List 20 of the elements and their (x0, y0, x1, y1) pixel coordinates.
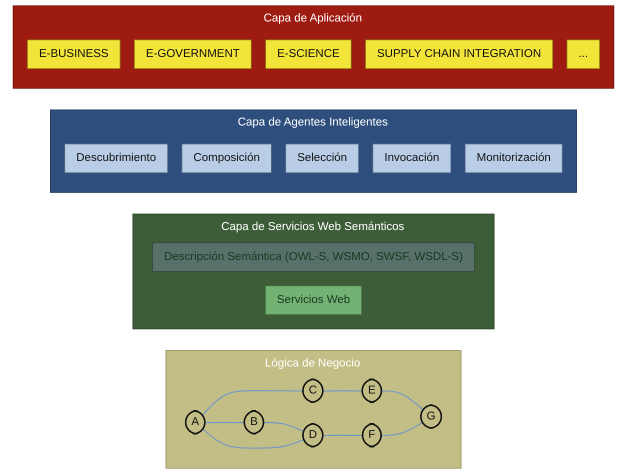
node-box: Selección (285, 144, 359, 174)
connector (264, 422, 304, 432)
node-box: ... (566, 40, 600, 69)
node-box: SUPPLY CHAIN INTEGRATION (365, 40, 553, 69)
node-box: Descripción Semántica (OWL-S, WSMO, SWSF, WSDL-S) (152, 242, 475, 272)
node-box: Monitorización (464, 144, 563, 174)
connector (382, 390, 424, 410)
node-box: Invocación (372, 144, 452, 174)
node-box: Composición (182, 144, 272, 174)
connector (205, 422, 245, 424)
node-box: E-SCIENCE (265, 40, 352, 69)
node-box: E-BUSINESS (27, 40, 120, 69)
node-box: Servicios Web (265, 285, 362, 315)
connector (323, 390, 363, 392)
connector (323, 434, 363, 436)
node-box: E-GOVERNMENT (134, 40, 252, 69)
connector (381, 422, 423, 436)
node-box: Descubrimiento (64, 144, 168, 174)
connector (202, 390, 304, 416)
connector (202, 428, 304, 449)
